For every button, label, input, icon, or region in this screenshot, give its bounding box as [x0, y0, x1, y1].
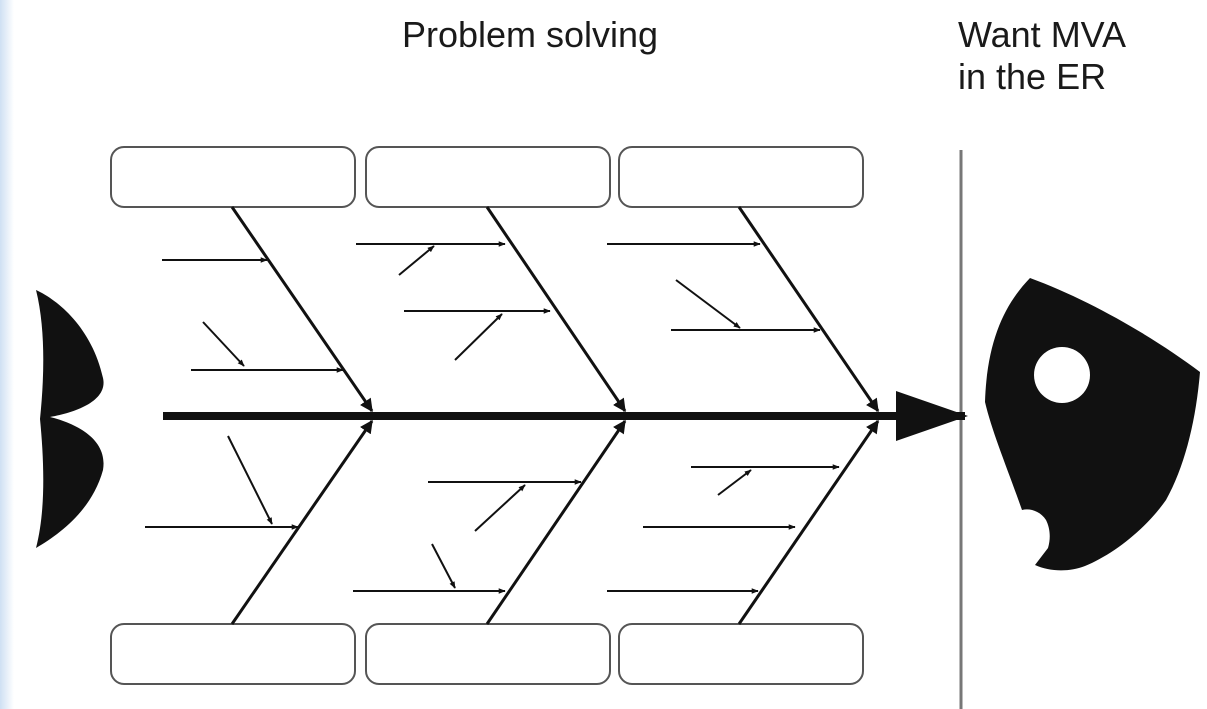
category-box-top-1[interactable]: [110, 146, 356, 208]
bone-top-2: [485, 206, 627, 413]
category-box-top-3[interactable]: [618, 146, 864, 208]
bone-top-3: [737, 206, 880, 413]
category-box-top-2[interactable]: [365, 146, 611, 208]
sub-cause-arrows: [145, 241, 840, 594]
effect-label-line-2: in the ER: [958, 56, 1107, 97]
bone-bottom-1: [230, 419, 374, 625]
fish-head: [985, 278, 1200, 571]
effect-label: Want MVA in the ER: [958, 14, 1126, 98]
bone-top-1: [230, 206, 374, 413]
effect-label-line-1: Want MVA: [958, 14, 1127, 55]
category-box-bottom-1[interactable]: [110, 623, 356, 685]
left-edge-gradient: [0, 0, 14, 709]
spine-arrowhead: [896, 391, 968, 441]
bone-bottom-2: [485, 419, 627, 625]
category-box-bottom-2[interactable]: [365, 623, 611, 685]
diagram-title: Problem solving: [401, 14, 659, 55]
fish-tail: [36, 290, 104, 548]
bone-bottom-3: [737, 419, 880, 625]
top-category-boxes: [110, 146, 864, 208]
category-box-bottom-3[interactable]: [618, 623, 864, 685]
bottom-bones: [230, 419, 880, 625]
fish-eye: [1034, 347, 1090, 403]
top-bones: [230, 206, 880, 413]
bottom-category-boxes: [110, 623, 864, 685]
